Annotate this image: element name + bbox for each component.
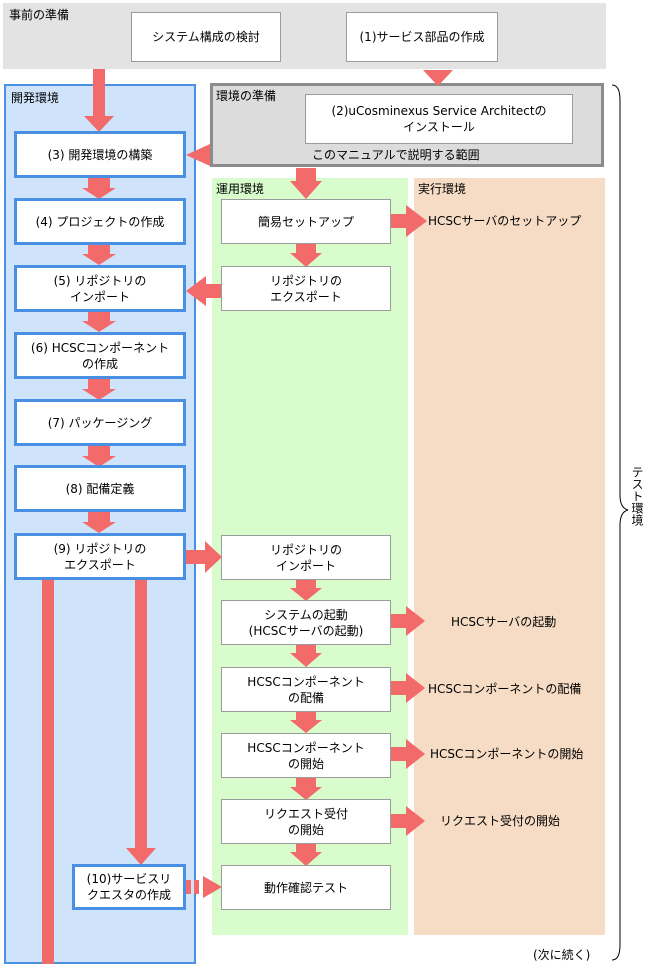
dev-step-4: (4) プロジェクトの作成 [14,198,186,245]
arrow-ops-3-4 [290,579,322,601]
arrow-env-to-ops [290,168,322,199]
arrow-ops-to-exec-5 [391,806,425,836]
arrow-dev-7-8 [82,445,116,467]
dev-step-8: (8) 配備定義 [14,465,186,512]
arrow-dev-9-10-stem [135,580,147,848]
exec-server-setup: HCSCサーバのセットアップ [428,214,582,228]
arrow-prep-to-dev [93,69,105,116]
scope-note: このマニュアルで説明する範囲 [312,148,480,162]
preparation-label: 事前の準備 [9,8,70,22]
dev-step-6: (6) HCSCコンポーネント の作成 [14,332,186,379]
service-parts-box: (1)サービス部品の作成 [346,12,498,62]
exec-component-deploy: HCSCコンポーネントの配備 [428,682,582,696]
test-env-bracket [611,84,629,961]
ops-step-repo-export: リポジトリの エクスポート [221,266,391,311]
ops-step-repo-import: リポジトリの インポート [221,535,391,580]
arrow-ops-to-exec-4 [391,739,425,769]
arrow-10-dash-2 [194,880,199,894]
arrow-dev-continue [42,580,54,964]
ops-step-component-deploy: HCSCコンポーネント の配備 [221,667,391,712]
arrow-ops-to-exec-1 [391,205,427,237]
arrow-ops-5-6 [290,711,322,733]
exec-request-start: リクエスト受付の開始 [440,814,561,828]
dev-step-10: (10)サービスリ クエスタの作成 [72,864,186,910]
arrow-ops-1-2 [290,244,322,267]
preparation-region [3,3,606,69]
dev-step-7: (7) パッケージング [14,399,186,446]
arrow-10-dash-1 [186,880,191,894]
continued-note: (次に続く) [533,948,591,962]
arrow-env-to-dev [186,144,210,166]
dev-step-3: (3) 開発環境の構築 [14,131,186,178]
exec-server-start: HCSCサーバの起動 [451,615,557,629]
dev-env-label: 開発環境 [11,91,60,105]
exec-env-label: 実行環境 [418,182,467,196]
system-design-box: システム構成の検討 [131,12,281,62]
exec-component-start: HCSCコンポーネントの開始 [430,747,584,761]
ops-step-operation-test: 動作確認テスト [221,865,391,910]
dev-step-5: (5) リポジトリの インポート [14,265,186,312]
install-box: (2)uCosminexus Service Architectの インストール [305,94,573,144]
arrow-dev-8-9 [82,511,116,533]
arrow-ops-6-7 [290,777,322,800]
arrow-ops-to-exec-2 [391,606,425,636]
ops-step-component-start: HCSCコンポーネント の開始 [221,733,391,778]
arrow-ops-to-dev-import [186,276,222,306]
ops-step-simple-setup: 簡易セットアップ [221,199,391,244]
test-env-label: テスト環境 [630,466,644,526]
arrow-prep-to-env [423,70,453,86]
ops-step-system-start: システムの起動 (HCSCサーバの起動) [221,600,391,645]
ops-step-request-start: リクエスト受付 の開始 [221,799,391,844]
arrow-dev-4-5 [82,244,116,265]
arrow-ops-to-exec-3 [391,673,425,703]
arrow-ops-7-8 [290,843,322,866]
dev-step-9: (9) リポジトリの エクスポート [14,533,186,580]
arrow-10-head [203,876,222,898]
env-prep-label: 環境の準備 [216,89,277,103]
exec-env-region [414,178,605,935]
ops-env-label: 運用環境 [216,182,265,196]
arrow-dev-9-10-head [126,848,156,865]
arrow-dev-3-4 [82,178,116,199]
arrow-dev-to-ops-import [186,541,222,573]
arrow-dev-6-7 [82,378,116,400]
arrow-dev-5-6 [82,311,116,332]
arrow-ops-4-5 [290,644,322,667]
